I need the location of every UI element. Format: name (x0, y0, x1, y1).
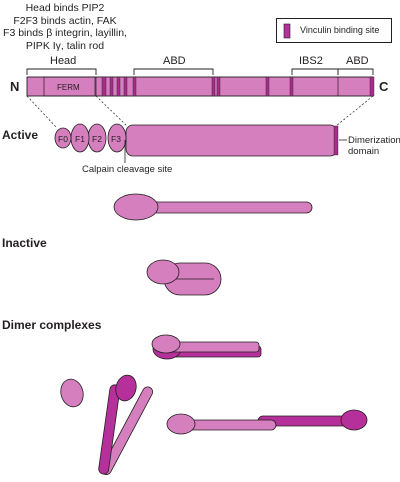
vinculin-site (101, 76, 107, 97)
vinculin-site (216, 76, 221, 97)
dimer-section-title: Dimer complexes (2, 318, 102, 332)
head-label: Head (50, 55, 77, 67)
active-lollipop-rod (149, 201, 313, 214)
inactive-section-title: Inactive (2, 236, 47, 250)
f3-subdomain (107, 123, 127, 153)
head-bracket (26, 68, 97, 75)
vinculin-site (132, 76, 137, 97)
ibs2-bracket (291, 68, 339, 75)
legend-swatch (283, 23, 291, 39)
f0-label: F0 (58, 134, 68, 144)
abd-bracket-2 (337, 68, 374, 75)
n-terminus-label: N (10, 79, 20, 94)
dimerization-domain (333, 125, 339, 156)
f2-label: F2 (92, 134, 102, 144)
ibs2-label: IBS2 (299, 55, 323, 67)
f3-label: F3 (111, 134, 121, 144)
head-note-line: F2F3 binds actin, FAK (13, 14, 117, 27)
calpain-cleavage-label: Calpain cleavage site (82, 164, 173, 175)
dashed-connector (95, 95, 128, 127)
abd-bracket-1 (133, 68, 214, 75)
v-head-dark (115, 374, 137, 402)
dimerization-domain-label: Dimerization domain (348, 135, 400, 157)
legend-box (276, 18, 392, 43)
f1-label: F1 (75, 134, 85, 144)
head-note-line: Head binds PIP2 (25, 2, 105, 14)
inactive-head (146, 259, 180, 285)
c-terminus-label: C (379, 79, 389, 94)
dashed-connector (26, 95, 57, 128)
vinculin-site (123, 76, 128, 97)
antiparallel-head-light (166, 413, 196, 435)
vinculin-site (211, 76, 216, 97)
antiparallel-rod-light (187, 419, 277, 431)
dimer-head-light (151, 334, 181, 354)
head-note-line: PIPK Iγ, talin rod (25, 39, 105, 52)
legend-label: Vinculin binding site (300, 25, 380, 35)
head-binding-notes: Head binds PIP2 F2F3 binds actin, FAK F3… (0, 2, 130, 52)
f0-subdomain (54, 127, 72, 149)
ferm-box (43, 76, 96, 97)
vinculin-site (116, 76, 121, 97)
antiparallel-head-dark (340, 409, 368, 431)
dashed-connector (335, 95, 374, 127)
active-lollipop-head (113, 193, 159, 221)
head-note-line: F3 binds β integrin, layillin, (3, 27, 127, 40)
v-head-light (60, 378, 84, 408)
vinculin-site (109, 76, 114, 97)
vinculin-site (265, 76, 270, 97)
abd-label: ABD (346, 55, 369, 67)
active-section-title: Active (2, 128, 39, 142)
vinculin-site (369, 76, 375, 97)
vinculin-site (289, 76, 294, 97)
abd-label: ABD (163, 55, 186, 67)
v-rod-dark (98, 384, 121, 475)
active-rod (125, 124, 338, 157)
ferm-label: FERM (57, 83, 80, 92)
